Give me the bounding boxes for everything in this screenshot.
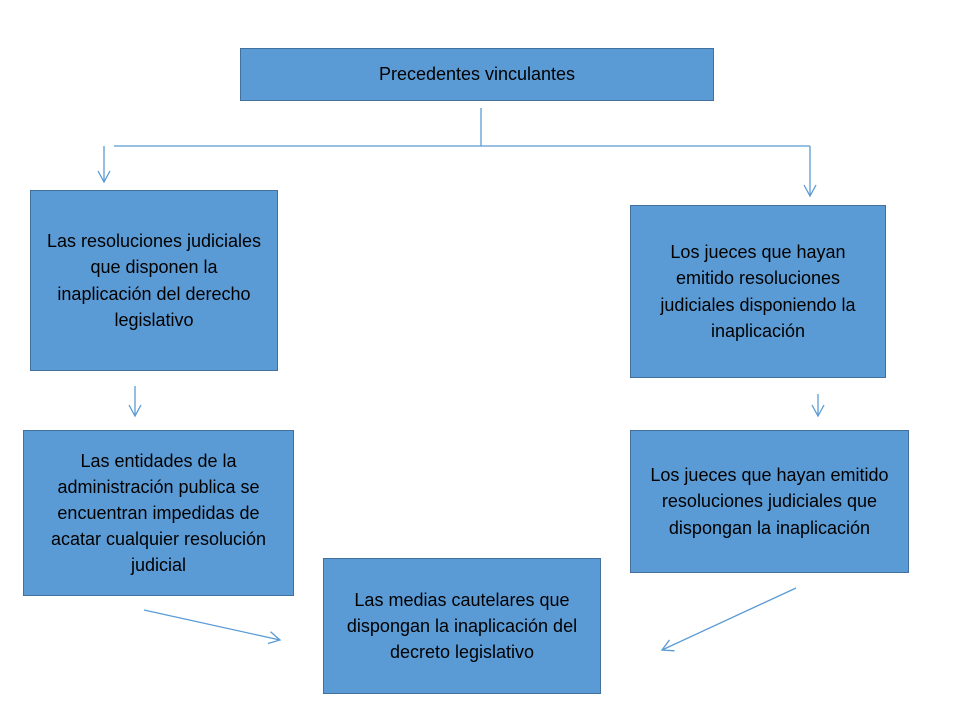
arrow-left-bottom-to-center bbox=[143, 609, 282, 645]
node-medidas-cautelares: Las medias cautelares que dispongan la i… bbox=[323, 558, 601, 694]
node-precedentes-vinculantes: Precedentes vinculantes bbox=[240, 48, 714, 101]
node-jueces-dispongan: Los jueces que hayan emitido resolucione… bbox=[630, 430, 909, 573]
node-label: Las medias cautelares que dispongan la i… bbox=[346, 589, 578, 663]
node-jueces-disponiendo: Los jueces que hayan emitido resolucione… bbox=[630, 205, 886, 378]
node-resoluciones-judiciales: Las resoluciones judiciales que disponen… bbox=[30, 190, 278, 371]
node-label: Los jueces que hayan emitido resolucione… bbox=[650, 465, 889, 538]
node-entidades-administracion: Las entidades de la administración publi… bbox=[23, 430, 294, 596]
arrow-right-bottom-to-center bbox=[660, 587, 797, 652]
node-label: Los jueces que hayan emitido resolucione… bbox=[660, 242, 856, 341]
node-label: Precedentes vinculantes bbox=[378, 64, 576, 85]
node-label: Las resoluciones judiciales que disponen… bbox=[46, 231, 262, 330]
node-label: Las entidades de la administración publi… bbox=[50, 450, 267, 576]
